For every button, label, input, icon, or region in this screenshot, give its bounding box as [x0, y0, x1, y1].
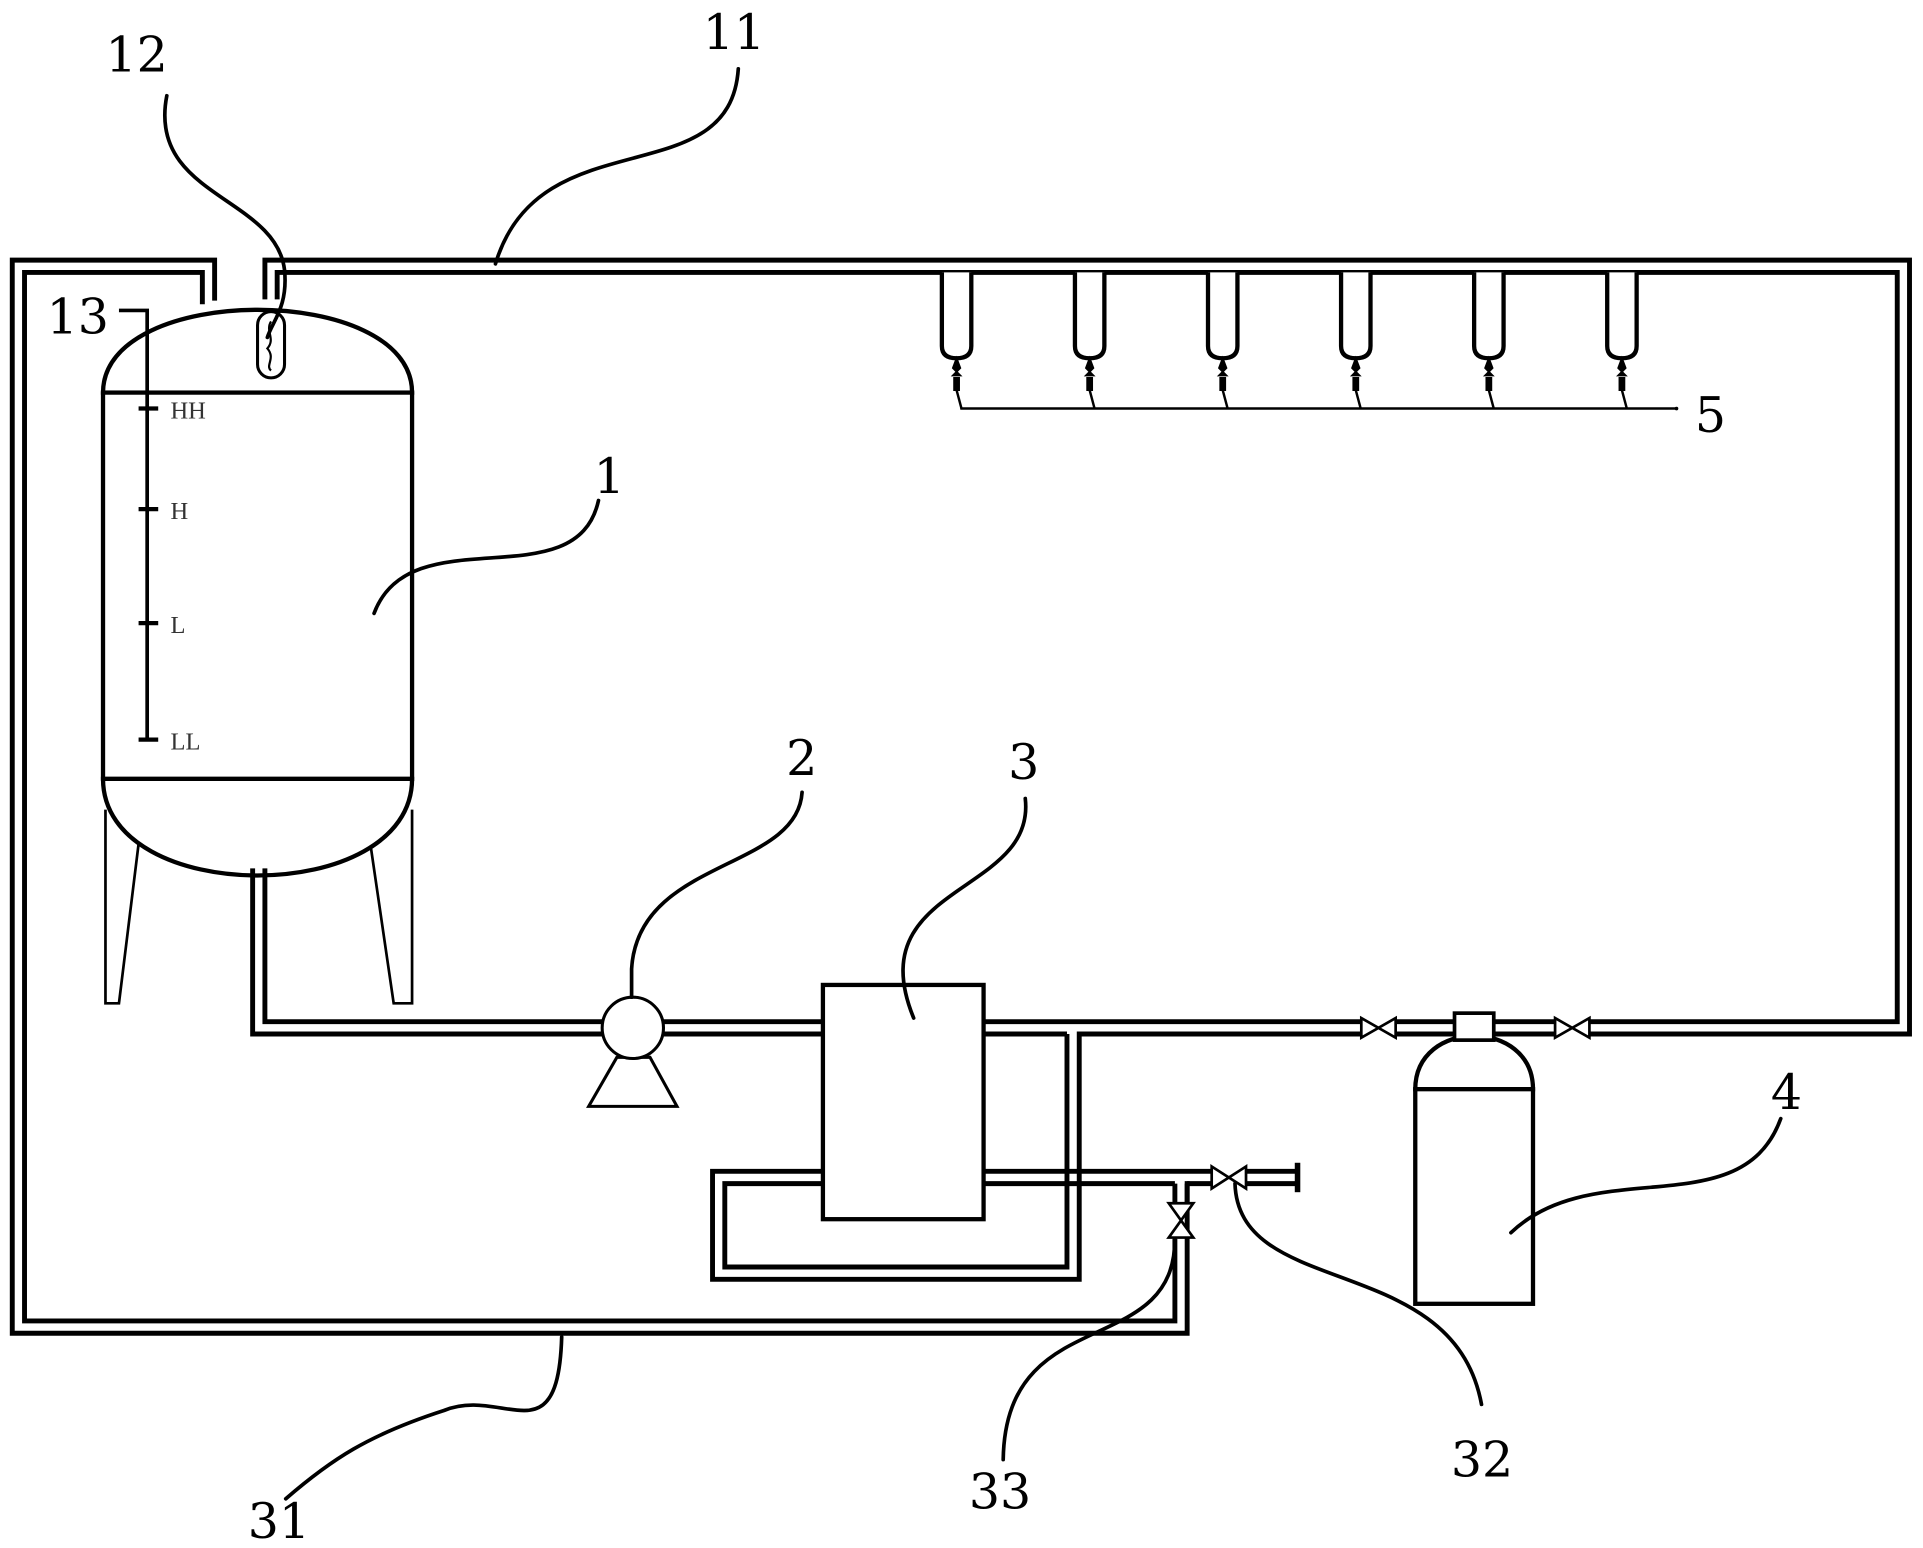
leader-32	[1233, 1181, 1484, 1407]
callout-12: 12	[105, 25, 167, 83]
dispensing-point	[1072, 272, 1107, 409]
callout-11: 11	[703, 3, 765, 61]
nozzle-icon	[1083, 355, 1096, 392]
leader-11	[493, 66, 741, 266]
callout-33: 33	[969, 1463, 1031, 1521]
storage-tank	[100, 307, 606, 1037]
leader-lines	[163, 66, 1783, 1501]
callout-labels: 12 11 13 1 5 2 3 4 32 33 31	[47, 3, 1803, 1548]
filter-pipe	[1395, 1019, 1556, 1037]
callout-5: 5	[1695, 386, 1726, 444]
level-mark-h: H	[170, 498, 188, 525]
callout-2: 2	[786, 729, 817, 787]
nozzle-icon	[950, 355, 963, 392]
dispensing-point	[1605, 272, 1639, 409]
level-gauge: HH H L LL	[118, 308, 206, 755]
callout-1: 1	[594, 447, 625, 505]
dispensing-point	[939, 272, 974, 409]
nozzle-icon	[1616, 355, 1628, 392]
level-mark-ll: LL	[170, 728, 200, 755]
leader-12	[163, 93, 287, 340]
nozzle-icon	[1216, 355, 1229, 392]
leader-2	[629, 790, 804, 1000]
dispensing-points	[939, 272, 1677, 410]
return-valve[interactable]	[1166, 1183, 1196, 1239]
nozzle-icon	[1349, 355, 1362, 392]
dispensing-point	[1471, 272, 1506, 409]
level-mark-hh: HH	[170, 397, 205, 424]
filter-vessel	[1413, 1011, 1536, 1306]
callout-4: 4	[1771, 1063, 1802, 1121]
drain-valve[interactable]	[1210, 1162, 1301, 1193]
leader-3	[901, 796, 1028, 1020]
filter-outlet-valve[interactable]	[1553, 1015, 1591, 1041]
tank-top-fitting	[256, 310, 287, 380]
level-mark-l: L	[170, 612, 185, 639]
callout-31: 31	[248, 1492, 310, 1548]
leader-31	[283, 1335, 564, 1501]
callout-32: 32	[1451, 1431, 1513, 1489]
supply-pipeline-11	[262, 257, 1912, 1037]
filter-inlet-valve[interactable]	[1359, 1015, 1397, 1041]
heat-exchanger	[710, 982, 1362, 1282]
pump	[586, 995, 680, 1108]
return-pipeline-31	[9, 257, 1190, 1336]
callout-13: 13	[47, 288, 109, 346]
leader-4	[1509, 1116, 1783, 1235]
leader-1	[372, 498, 601, 616]
dispensing-point	[1338, 272, 1373, 409]
leader-33	[1001, 1236, 1177, 1462]
pump-discharge-pipe	[663, 1019, 823, 1037]
dispensing-point	[1205, 272, 1240, 409]
callout-3: 3	[1008, 733, 1039, 791]
nozzle-icon	[1482, 355, 1495, 392]
